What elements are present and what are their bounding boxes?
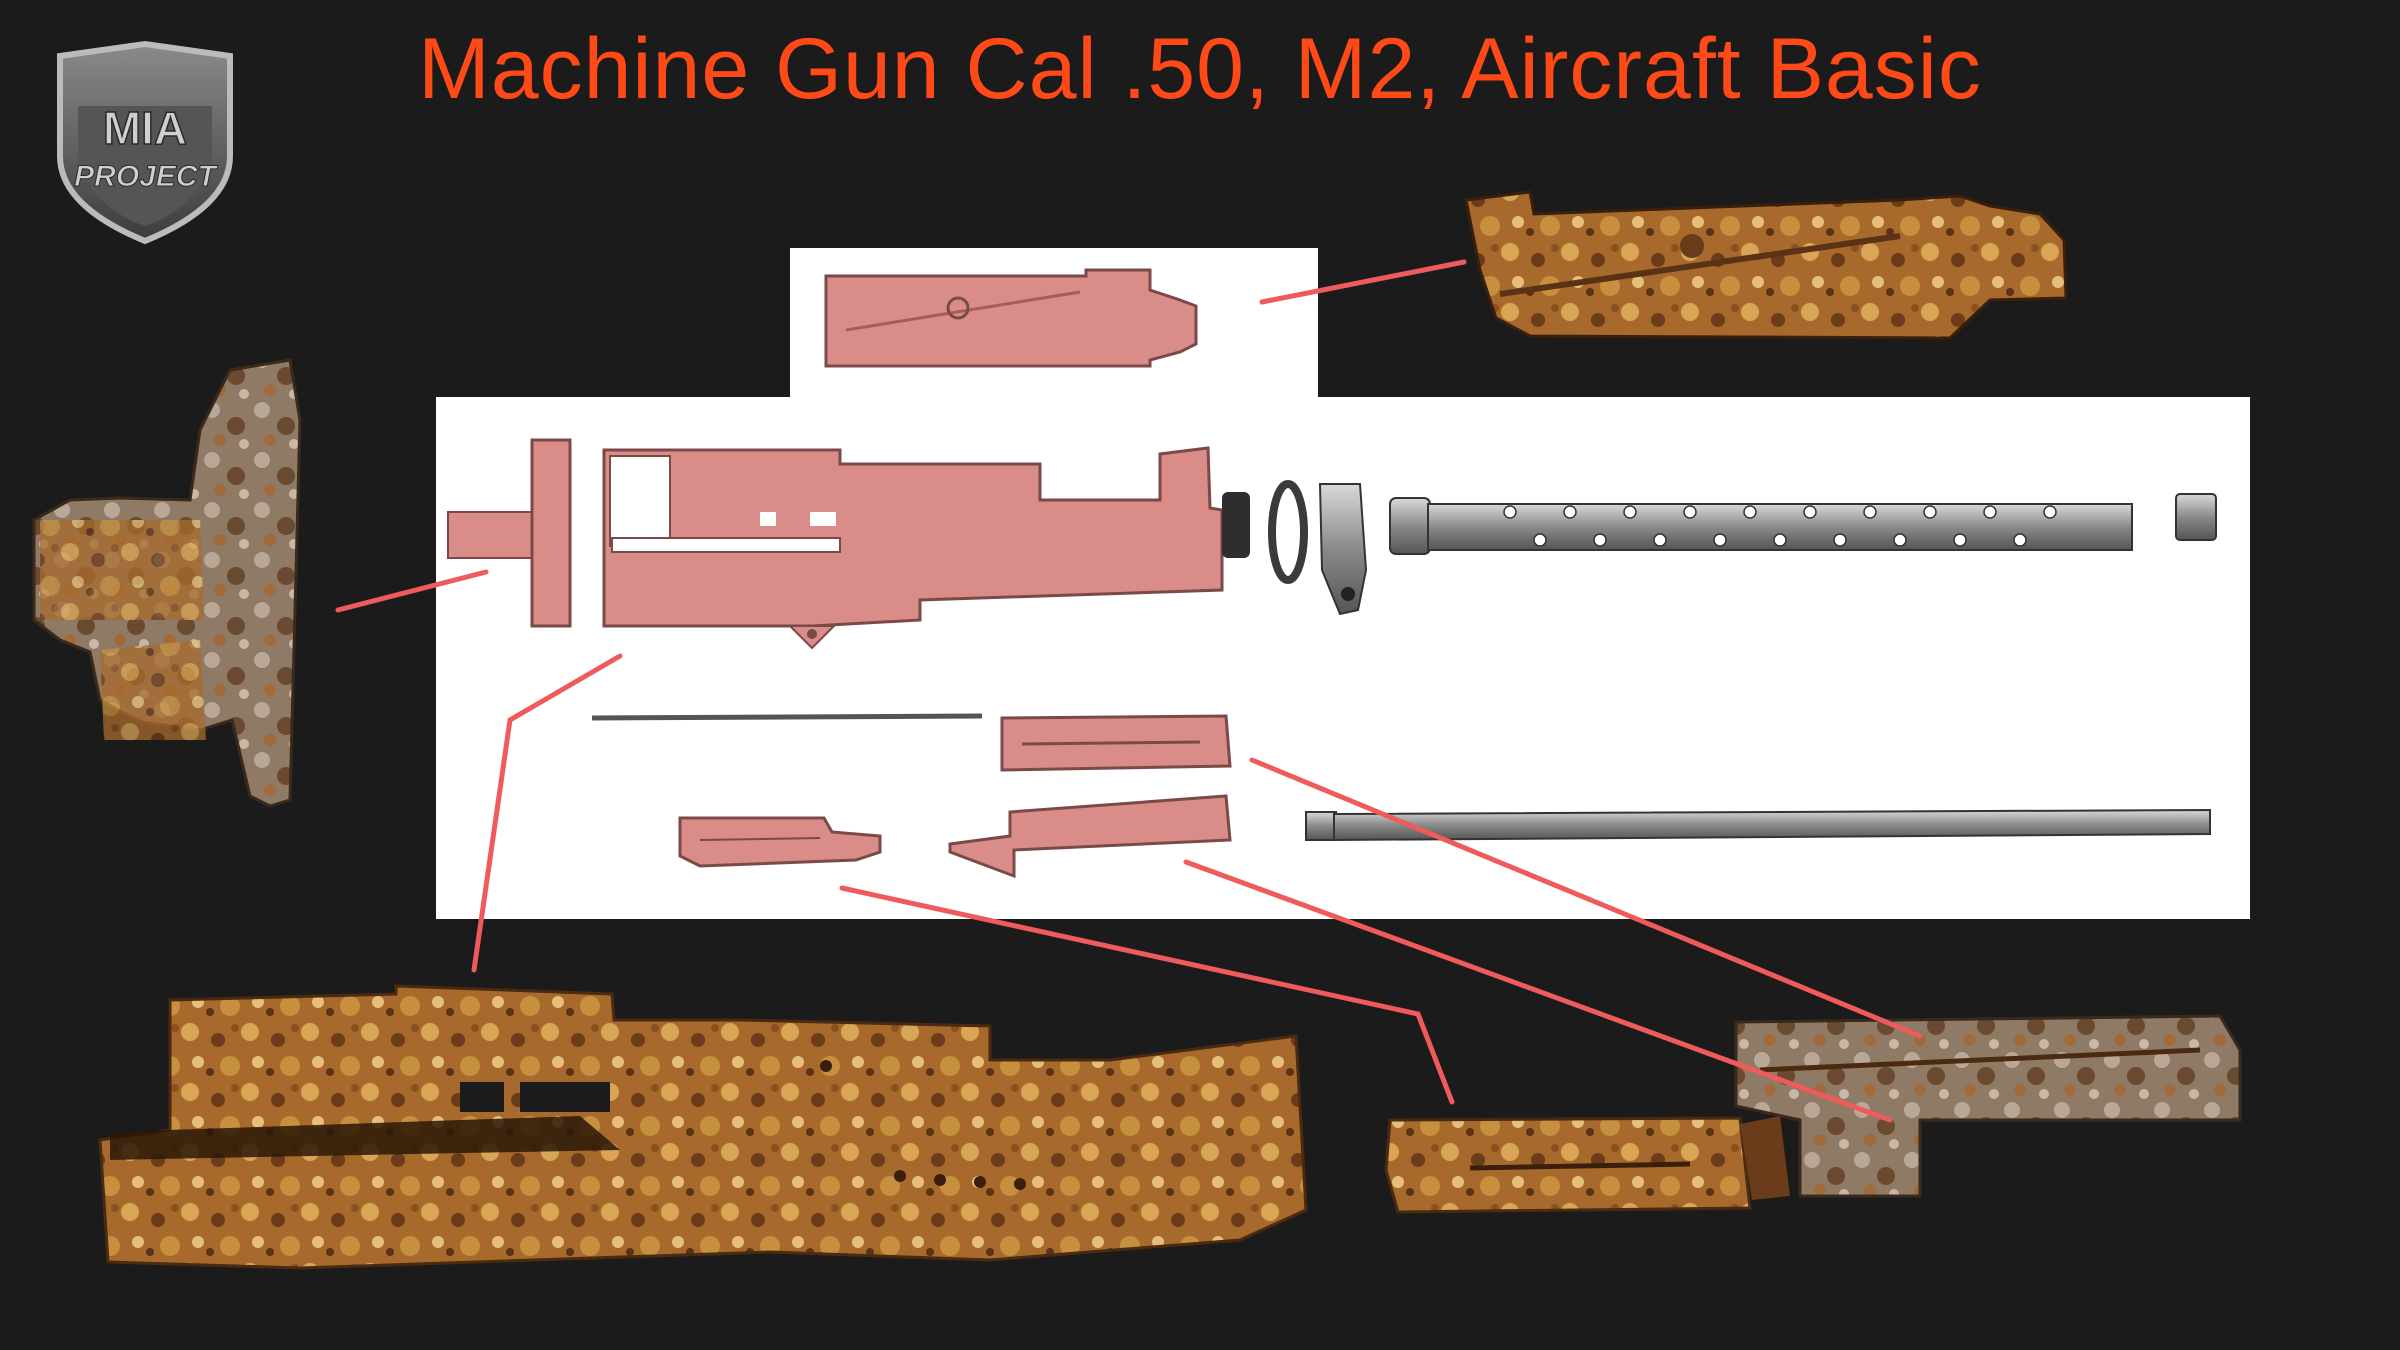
barrel-ring-parts: [1268, 480, 1368, 616]
rusted-receiver-photo: [98, 984, 1308, 1270]
barrel-diagram: [1305, 808, 2211, 842]
backplate-diagram: [447, 438, 572, 628]
connector-lines: [335, 259, 1923, 1123]
receiver-diagram: [602, 446, 1250, 650]
logo-text-project: PROJECT: [74, 160, 218, 193]
mia-project-logo: MIA PROJECT: [57, 40, 233, 245]
rusted-bolt-rear-photo: [1734, 1014, 2242, 1200]
connector-backplate: [335, 569, 489, 613]
connector-top-cover: [1259, 259, 1467, 305]
rusted-bolt-front-photo: [1384, 1116, 1752, 1214]
rusted-top-cover-photo: [1464, 190, 2068, 340]
connector-bolt-front: [839, 885, 1455, 1105]
connector-bolt-side: [1183, 859, 1893, 1123]
spring-rod-diagram: [591, 713, 983, 721]
connector-receiver: [471, 653, 623, 973]
page-title: Machine Gun Cal .50, M2, Aircraft Basic: [418, 21, 1982, 117]
logo-text-mia: MIA: [103, 102, 187, 154]
shield-logo-icon: [57, 40, 233, 245]
bolt-diagram: [678, 714, 1232, 879]
barrel-jacket-diagram: [1389, 493, 2217, 555]
rusted-backplate-photo: [32, 358, 302, 808]
top-cover-diagram: [824, 268, 1198, 368]
connector-bolt-top: [1249, 757, 1923, 1039]
